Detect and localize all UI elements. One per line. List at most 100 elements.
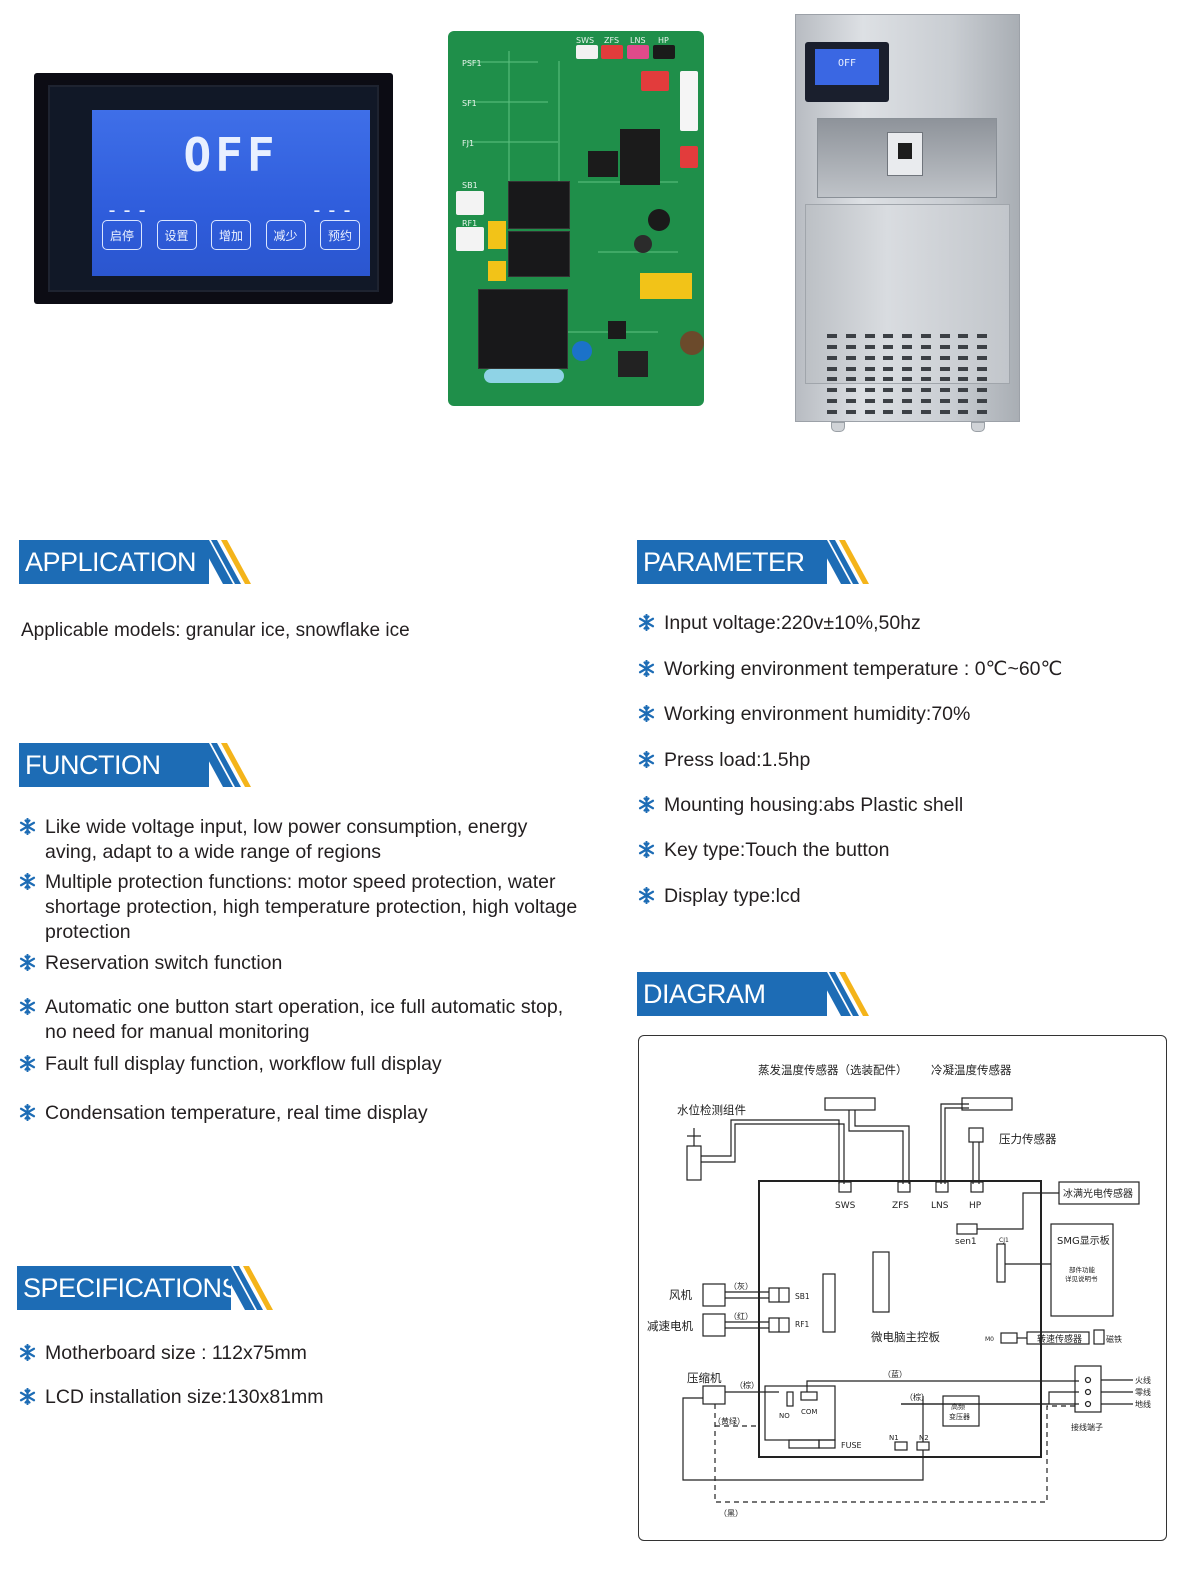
list-item: Working environment humidity:70%	[638, 702, 1198, 727]
snowflake-icon	[19, 954, 36, 971]
diagram-label-cond-sensor: 冷凝温度传感器	[931, 1063, 1012, 1077]
vent-slot-column	[864, 334, 875, 414]
snowflake-icon	[19, 873, 36, 890]
parameter-title: PARAMETER	[637, 540, 827, 584]
lcd-dash-left: ---	[106, 198, 152, 222]
diagram-label-water-level: 水位检测组件	[677, 1103, 746, 1117]
lcd-touch-keys: 启停 设置 增加 减少 预约	[102, 220, 360, 250]
diagram-label-neutral: 零线	[1135, 1387, 1151, 1397]
diagram-label-ground: 地线	[1135, 1399, 1151, 1409]
header-stripes-icon	[817, 972, 869, 1016]
vent-slot-column	[845, 334, 856, 414]
diagram-label-com: COM	[801, 1408, 817, 1416]
list-item: Display type:lcd	[638, 884, 1198, 909]
header-stripes-icon	[221, 1266, 273, 1310]
diagram-title: DIAGRAM	[637, 972, 827, 1016]
lcd-screen: OFF --- --- 启停 设置 增加 减少 预约	[92, 110, 370, 276]
diagram-label-main-board: 微电脑主控板	[871, 1330, 940, 1344]
specifications-title: SPECIFICATIONS	[17, 1266, 240, 1310]
list-item: Working environment temperature : 0℃~60℃	[638, 657, 1198, 682]
diagram-label-evap-sensor: 蒸发温度传感器（选装配件）	[758, 1063, 908, 1077]
function-title: FUNCTION	[19, 743, 209, 787]
wiring-diagram: 蒸发温度传感器（选装配件） 冷凝温度传感器 水位检测组件 压力传感器 SWS Z…	[638, 1035, 1167, 1541]
list-item: Motherboard size : 112x75mm	[19, 1341, 579, 1366]
machine-front-door	[805, 204, 1010, 384]
list-item: Multiple protection functions: motor spe…	[19, 870, 579, 945]
snowflake-icon	[19, 1344, 36, 1361]
diagram-label-pressure-sensor: 压力传感器	[999, 1132, 1057, 1146]
machine-control-panel: OFF	[805, 42, 889, 102]
lcd-screen-text: OFF	[183, 128, 279, 182]
diagram-label-smg-board: SMG显示板	[1057, 1234, 1110, 1247]
list-item: LCD installation size:130x81mm	[19, 1385, 579, 1410]
list-item: Input voltage:220v±10%,50hz	[638, 611, 1198, 636]
diagram-label-smg-note2: 详见说明书	[1065, 1274, 1098, 1283]
diagram-label-gear-wire: （红）	[729, 1311, 753, 1321]
diagram-label-m0: M0	[985, 1336, 994, 1343]
lcd-key-start-stop: 启停	[102, 220, 142, 250]
snowflake-icon	[19, 1388, 36, 1405]
snowflake-icon	[638, 705, 655, 722]
machine-foot-left	[831, 422, 845, 432]
machine-spout	[887, 132, 923, 176]
diagram-label-n1: N1	[889, 1434, 899, 1442]
application-text: Applicable models: granular ice, snowfla…	[21, 620, 410, 641]
diagram-label-smg-note1: 部件功能	[1069, 1265, 1096, 1274]
pcb-label-zfs: ZFS	[604, 36, 620, 45]
snowflake-icon	[638, 887, 655, 904]
vent-slot-column	[827, 334, 837, 414]
vent-slot-column	[939, 334, 950, 414]
wiring-diagram-svg: 蒸发温度传感器（选装配件） 冷凝温度传感器 水位检测组件 压力传感器 SWS Z…	[647, 1063, 1151, 1518]
list-item: Like wide voltage input, low power consu…	[19, 815, 579, 865]
list-item: Key type:Touch the button	[638, 838, 1198, 863]
lcd-key-reservation: 预约	[320, 220, 360, 250]
snowflake-icon	[19, 1055, 36, 1072]
diagram-label-brown-wire-2: （棕）	[905, 1392, 929, 1402]
diagram-label-fan-wire: （灰）	[729, 1281, 753, 1291]
header-stripes-icon	[199, 743, 251, 787]
application-title: APPLICATION	[19, 540, 209, 584]
snowflake-icon	[638, 841, 655, 858]
diagram-label-magnet: 磁铁	[1106, 1334, 1122, 1344]
snowflake-icon	[19, 818, 36, 835]
lcd-key-increase: 增加	[211, 220, 251, 250]
vent-slot-column	[977, 334, 987, 414]
header-stripes-icon	[199, 540, 251, 584]
machine-vents	[827, 334, 987, 414]
diagram-label-sws: SWS	[835, 1201, 856, 1211]
pcb-label-rf1: RF1	[462, 219, 478, 228]
list-item: Fault full display function, workflow fu…	[19, 1052, 579, 1077]
list-item: Mounting housing:abs Plastic shell	[638, 793, 1198, 818]
diagram-label-terminal: 接线端子	[1071, 1422, 1103, 1432]
diagram-label-blue-wire: （蓝）	[883, 1369, 907, 1379]
diagram-label-lns: LNS	[931, 1201, 949, 1211]
diagram-label-hp: HP	[969, 1201, 982, 1211]
diagram-label-hf-transformer-1: 高频	[951, 1402, 965, 1411]
header-stripes-icon	[817, 540, 869, 584]
diagram-label-yellow-green-wire: （黄绿）	[713, 1416, 745, 1426]
list-item: Reservation switch function	[19, 951, 579, 976]
diagram-label-speed-sensor: 转速传感器	[1037, 1333, 1082, 1345]
lcd-key-decrease: 减少	[265, 220, 306, 250]
pcb-label-sb1: SB1	[462, 181, 478, 190]
snowflake-icon	[19, 1104, 36, 1121]
lcd-display-photo: OFF --- --- 启停 设置 增加 减少 预约	[34, 73, 393, 304]
pcb-label-lns: LNS	[630, 36, 646, 45]
vent-slot-column	[920, 334, 931, 414]
diagram-label-live: 火线	[1135, 1375, 1151, 1385]
pcb-label-hp: HP	[658, 36, 669, 45]
pcb-label-psf1: PSF1	[462, 59, 482, 68]
diagram-label-n2: N2	[919, 1434, 929, 1442]
list-item: Automatic one button start operation, ic…	[19, 995, 579, 1045]
diagram-label-no: NO	[779, 1412, 790, 1420]
diagram-label-cn: CJ1	[999, 1237, 1009, 1244]
diagram-label-sb1: SB1	[795, 1292, 810, 1301]
snowflake-icon	[638, 796, 655, 813]
diagram-label-brown-wire: （棕）	[735, 1380, 759, 1390]
snowflake-icon	[638, 614, 655, 631]
diagram-label-sen1: sen1	[955, 1237, 977, 1247]
vent-slot-column	[958, 334, 969, 414]
pcb-label-fj1: FJ1	[462, 139, 475, 148]
diagram-label-compressor: 压缩机	[687, 1371, 722, 1385]
list-item: Press load:1.5hp	[638, 748, 1198, 773]
